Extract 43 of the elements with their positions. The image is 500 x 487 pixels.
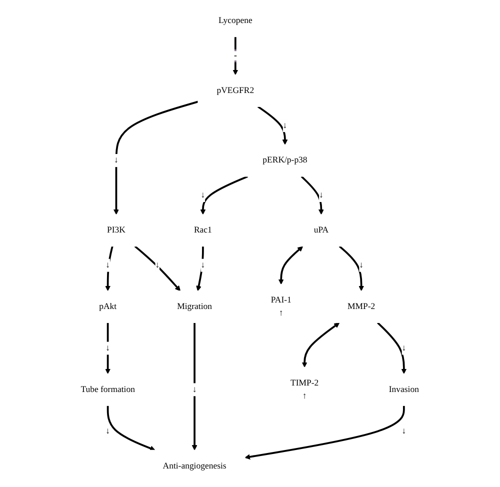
- edge-label: ↓: [192, 385, 197, 394]
- arrow: [107, 406, 156, 451]
- arrow: [278, 246, 304, 285]
- arrow: [192, 322, 198, 450]
- node-text: Migration: [177, 302, 212, 312]
- edge-label: -: [234, 51, 238, 60]
- node-text: TIMP-2 ↑: [290, 378, 319, 401]
- edge-label: ↓: [402, 426, 406, 436]
- node-text: pAkt: [99, 302, 117, 312]
- arrow: [105, 322, 111, 374]
- node-text: Anti-angiogenesis: [162, 461, 226, 471]
- node-text: MMP-2: [348, 302, 376, 312]
- arrow: [339, 246, 364, 292]
- node-text: pERK/p-p38: [262, 156, 308, 166]
- node-text: PI3K: [107, 226, 126, 236]
- node-text: uPA: [314, 226, 329, 236]
- edge-label: ↓: [200, 190, 206, 200]
- edge-label: ↓: [359, 260, 364, 270]
- edge-label: ↓: [200, 260, 206, 270]
- edge-label: ↓: [282, 120, 288, 130]
- edge-label: ↓: [114, 156, 119, 166]
- node-text: Invasion: [389, 385, 420, 394]
- node-text: Rac1: [194, 226, 212, 236]
- edge-label: ↓: [155, 260, 160, 270]
- edge-label: ↓: [319, 190, 324, 200]
- arrow: [258, 106, 288, 145]
- arrow: [301, 176, 324, 215]
- edge-label: ↓: [106, 260, 110, 270]
- arrow: [244, 406, 406, 460]
- node-text: Lycopene: [218, 16, 253, 26]
- arrow: [200, 176, 248, 215]
- arrow: [105, 246, 114, 292]
- edge-label: ↓: [106, 344, 110, 353]
- arrow: [302, 322, 340, 368]
- node-text: pVEGFR2: [216, 86, 254, 96]
- arrow: [134, 246, 181, 292]
- arrow: [196, 246, 204, 292]
- edge-label: ↓: [402, 344, 406, 353]
- node-text: PAI-1 ↑: [271, 296, 292, 318]
- arrow: [114, 100, 198, 215]
- arrow: [377, 322, 407, 374]
- edge-label: ↓: [106, 426, 110, 436]
- node-text: Tube formation: [80, 385, 136, 394]
